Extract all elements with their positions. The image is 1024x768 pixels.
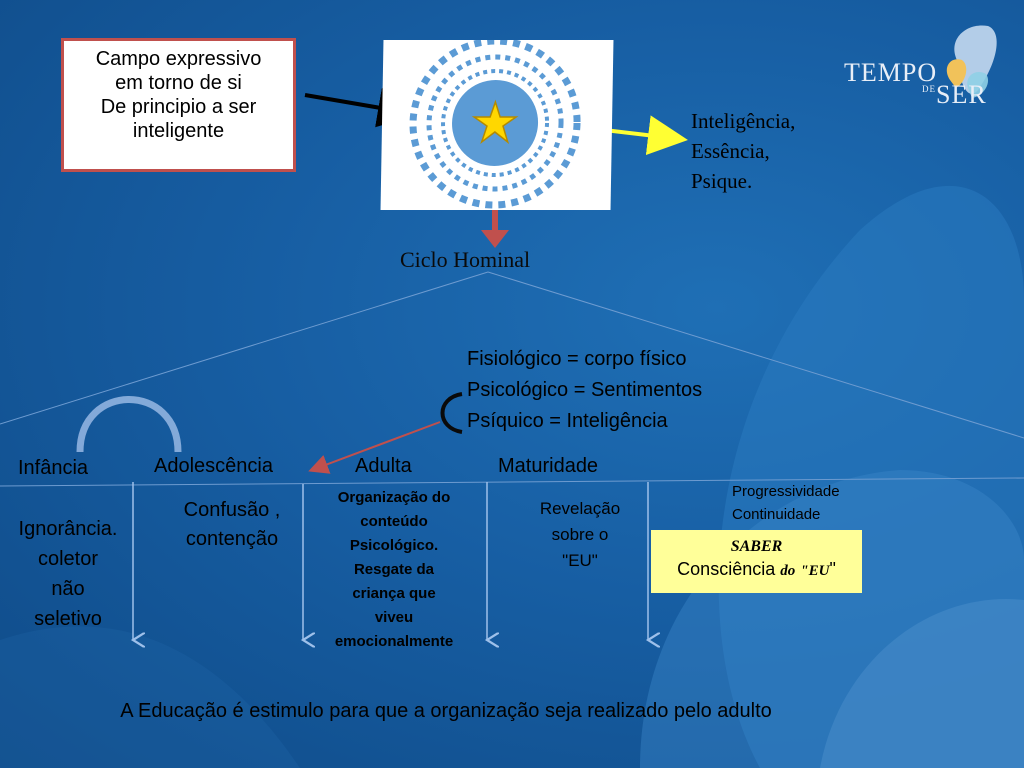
do-word: do <box>780 563 796 579</box>
logo: TEMPO DE SER <box>838 22 1008 112</box>
logo-word-de: DE <box>922 84 936 94</box>
adulta-desc-3: Psicológico. <box>349 537 439 554</box>
star-icon <box>471 99 519 145</box>
adulta-desc-5: criança que <box>352 585 436 602</box>
adulta-desc-6: viveu <box>374 609 414 626</box>
roof-line-right <box>487 271 1024 439</box>
dimensions-list: Fisiológico = corpo físico Psicológico =… <box>467 344 702 437</box>
logo-word-tempo: TEMPO <box>844 58 938 87</box>
essence-line-2: Essência, <box>691 139 770 163</box>
campo-line-4: inteligente <box>132 120 225 142</box>
close-quote: " <box>829 559 836 579</box>
timeline-line <box>0 477 1024 487</box>
maturidade-desc-1: Revelação <box>539 499 621 518</box>
essence-list: Inteligência, Essência, Psique. <box>691 106 795 196</box>
phase-infancia: Infância <box>18 457 89 479</box>
infancia-desc-1: Ignorância. <box>18 518 118 540</box>
adolescencia-description: Confusão , contenção <box>170 496 294 554</box>
saber-box: SABER Consciência do "EU" <box>651 530 862 593</box>
bracket <box>440 392 463 434</box>
dimension-psicologico: Psicológico = Sentimentos <box>467 379 703 401</box>
campo-line-2: em torno de si <box>115 72 242 94</box>
consciencia-word: Consciência <box>677 559 776 579</box>
eu-word: EU <box>808 563 830 579</box>
progress-list: Progressividade Continuidade <box>732 480 840 526</box>
phase-maturidade: Maturidade <box>498 455 599 477</box>
maturidade-desc-3: "EU" <box>562 551 598 570</box>
essence-line-3: Psique. <box>691 169 753 193</box>
phase-adolescencia: Adolescência <box>154 455 273 477</box>
red-diagonal-arrow <box>308 421 441 474</box>
adulta-desc-7: emocionalmente <box>334 633 454 650</box>
open-quote: " <box>800 563 809 579</box>
red-down-arrow-head <box>481 230 509 248</box>
logo-petal-icon <box>946 25 997 98</box>
maturidade-description: Revelação sobre o "EU" <box>520 496 640 574</box>
roof-line-left <box>0 271 489 425</box>
footer-text: A Educação é estimulo para que a organiz… <box>120 700 772 722</box>
infancia-desc-3: não <box>51 578 85 600</box>
dimension-fisiologico: Fisiológico = corpo físico <box>467 348 687 370</box>
adulta-description: Organização do conteúdo Psicológico. Res… <box>318 486 470 654</box>
maturidade-desc-2: sobre o <box>551 525 609 544</box>
adolescencia-desc-2: contenção <box>185 528 279 550</box>
progress-progressividade: Progressividade <box>732 483 840 500</box>
arc <box>76 396 182 453</box>
infancia-desc-4: seletivo <box>34 608 102 630</box>
progress-continuidade: Continuidade <box>732 506 821 523</box>
concentric-circles-icon <box>409 37 581 209</box>
essence-line-1: Inteligência, <box>691 109 796 133</box>
energy-field-picture <box>380 37 614 210</box>
phase-adulta: Adulta <box>355 455 412 477</box>
adulta-desc-1: Organização do <box>337 489 451 506</box>
adolescencia-desc-1: Confusão , <box>183 499 281 521</box>
logo-word-ser: SER <box>936 80 987 109</box>
saber-label: SABER <box>730 538 783 555</box>
adulta-desc-2: conteúdo <box>360 513 428 530</box>
ciclo-hominal-title: Ciclo Hominal <box>400 247 531 272</box>
infancia-description: Ignorância. coletor não seletivo <box>4 514 132 634</box>
consciencia-line: Consciência do "EU" <box>651 559 862 580</box>
adulta-desc-4: Resgate da <box>353 561 435 578</box>
campo-line-1: Campo expressivo <box>95 48 262 70</box>
dimension-psiquico: Psíquico = Inteligência <box>467 410 668 432</box>
infancia-desc-2: coletor <box>37 548 99 570</box>
campo-expressivo-box: Campo expressivo em torno de si De princ… <box>61 38 296 172</box>
campo-line-3: De principio a ser <box>100 96 257 118</box>
